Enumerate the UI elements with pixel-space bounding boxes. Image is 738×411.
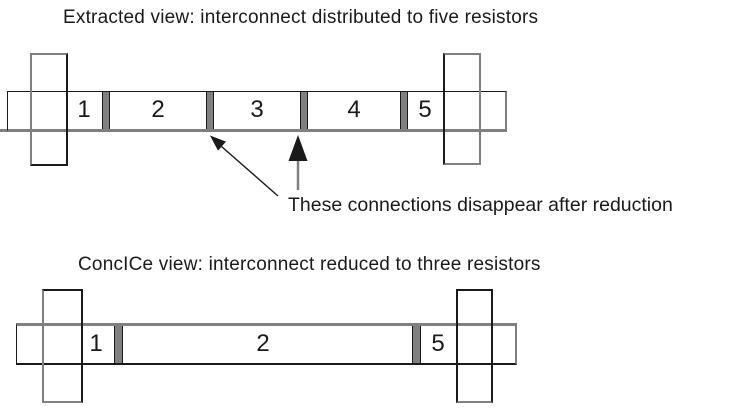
reduced-resistor-label-2: 2	[256, 330, 270, 357]
resistor-label-1: 1	[77, 96, 91, 123]
reduced-resistor-label-1: 1	[89, 330, 103, 357]
extracted-right-terminal	[443, 53, 481, 165]
arrow-to-divider-2-3	[210, 135, 279, 197]
concice-view-title: ConcICe view: interconnect reduced to th…	[78, 254, 541, 275]
resistor-divider-3-4	[300, 92, 308, 129]
reduced-divider-2-5	[412, 326, 421, 363]
resistor-label-2: 2	[151, 96, 165, 123]
extracted-interconnect-bar	[7, 91, 507, 132]
resistor-divider-1-2	[102, 92, 110, 129]
resistor-label-4: 4	[347, 96, 361, 123]
resistor-label-5: 5	[418, 96, 432, 123]
resistor-label-3: 3	[250, 96, 264, 123]
annotation-text: These connections disappear after reduct…	[288, 194, 673, 216]
reduced-divider-1-2	[114, 326, 123, 363]
reduced-resistor-label-5: 5	[431, 330, 445, 357]
reduced-right-terminal	[456, 289, 493, 403]
extracted-left-terminal	[30, 53, 68, 166]
reduced-left-terminal	[42, 289, 83, 403]
resistor-divider-4-5	[400, 92, 408, 129]
extracted-view-title: Extracted view: interconnect distributed…	[63, 7, 539, 28]
interconnect-gray-stub	[0, 129, 8, 132]
resistor-divider-2-3	[206, 92, 214, 129]
arrow-to-divider-3-4	[288, 135, 308, 190]
reduced-interconnect-bar	[16, 323, 517, 365]
